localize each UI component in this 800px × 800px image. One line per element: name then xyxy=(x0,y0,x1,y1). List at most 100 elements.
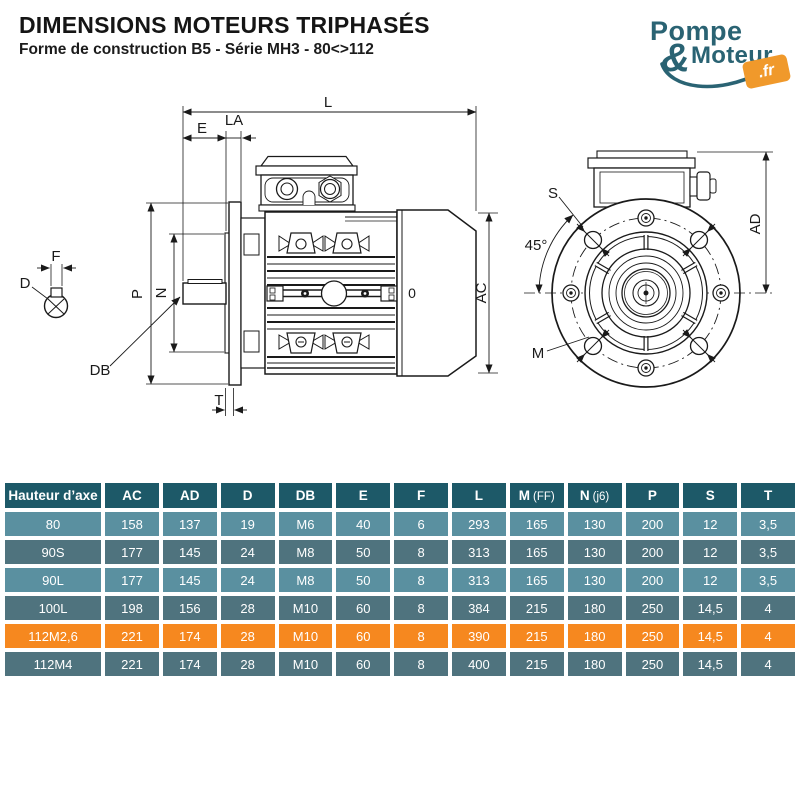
col-header-hauteur-d-axe: Hauteur d’axe xyxy=(3,481,104,510)
table-cell: 28 xyxy=(218,594,277,622)
table-cell: 50 xyxy=(334,566,393,594)
table-cell: 180 xyxy=(565,594,624,622)
col-header-t: T xyxy=(739,481,797,510)
table-cell: 60 xyxy=(334,622,393,650)
terminal-box-side xyxy=(255,155,358,212)
table-cell: 24 xyxy=(218,566,277,594)
col-header-db: DB xyxy=(276,481,335,510)
table-cell: 14,5 xyxy=(681,594,740,622)
table-cell: 156 xyxy=(160,594,219,622)
col-header-l: L xyxy=(450,481,508,510)
table-cell: 384 xyxy=(450,594,508,622)
dim-label-M: M xyxy=(532,345,545,362)
table-cell: 3,5 xyxy=(739,566,797,594)
table-cell: M6 xyxy=(276,510,335,538)
table-cell: M10 xyxy=(276,594,335,622)
table-cell: 90L xyxy=(3,566,104,594)
table-cell: 112M2,6 xyxy=(3,622,104,650)
table-cell: 19 xyxy=(218,510,277,538)
logo-ampersand: & xyxy=(661,36,690,80)
col-header-ad: AD xyxy=(160,481,219,510)
dim-label-E: E xyxy=(197,120,207,137)
table-cell: 215 xyxy=(507,594,566,622)
col-header-label: D xyxy=(242,488,253,503)
table-cell: 60 xyxy=(334,650,393,678)
col-header-d: D xyxy=(218,481,277,510)
dim-label-D: D xyxy=(20,275,31,292)
col-header-p: P xyxy=(623,481,682,510)
table-cell: 14,5 xyxy=(681,650,740,678)
col-header-ac: AC xyxy=(103,481,161,510)
col-header-label: M xyxy=(518,488,531,503)
table-cell: 3,5 xyxy=(739,510,797,538)
table-cell: 12 xyxy=(681,538,740,566)
table-cell: 80 xyxy=(3,510,104,538)
table-cell: 180 xyxy=(565,622,624,650)
col-header-note: (j6) xyxy=(592,491,610,503)
table-cell: 24 xyxy=(218,538,277,566)
table-cell: 12 xyxy=(681,510,740,538)
table-cell: 8 xyxy=(392,538,451,566)
col-header-label: P xyxy=(647,488,657,503)
table-cell: 8 xyxy=(392,594,451,622)
table-cell: 198 xyxy=(103,594,161,622)
col-header-label: AD xyxy=(180,488,200,503)
table-cell: 12 xyxy=(681,566,740,594)
table-cell: 174 xyxy=(160,650,219,678)
table-cell: 158 xyxy=(103,510,161,538)
table-cell: 14,5 xyxy=(681,622,740,650)
fan-guard-spokes xyxy=(594,235,698,351)
col-header-label: L xyxy=(474,488,484,503)
table-cell: 6 xyxy=(392,510,451,538)
table-cell: 137 xyxy=(160,510,219,538)
table-cell: 221 xyxy=(103,622,161,650)
dim-label-N: N xyxy=(153,288,170,299)
col-header-label: DB xyxy=(295,488,316,503)
table-cell: 100L xyxy=(3,594,104,622)
table-cell: 174 xyxy=(160,622,219,650)
table-cell: 250 xyxy=(623,594,682,622)
table-cell: 250 xyxy=(623,650,682,678)
col-header-s: S xyxy=(681,481,740,510)
page-title: DIMENSIONS MOTEURS TRIPHASÉS xyxy=(19,12,430,38)
col-header-m: M(FF) xyxy=(507,481,566,510)
col-header-label: AC xyxy=(122,488,142,503)
table-cell: M10 xyxy=(276,650,335,678)
table-cell: 4 xyxy=(739,650,797,678)
dim-label-S: S xyxy=(548,185,558,202)
dim-label-AD: AD xyxy=(747,213,764,234)
table-cell: 165 xyxy=(507,538,566,566)
technical-drawing: L E LA P N DB T D F AC 0 xyxy=(20,94,776,416)
table-cell: 90S xyxy=(3,538,104,566)
dim-label-DB: DB xyxy=(90,362,111,379)
logo-word-pompe: Pompe xyxy=(650,16,743,46)
title-block: DIMENSIONS MOTEURS TRIPHASÉS Forme de co… xyxy=(19,12,430,59)
side-view-drawing: L E LA P N DB T D F AC 0 xyxy=(20,94,498,416)
table-cell: 165 xyxy=(507,510,566,538)
table-cell: 177 xyxy=(103,538,161,566)
dim-label-P: P xyxy=(129,289,146,299)
table-cell: 50 xyxy=(334,538,393,566)
col-header-label: Hauteur d’axe xyxy=(8,488,98,503)
fan-cowl xyxy=(396,209,477,377)
table-cell: 221 xyxy=(103,650,161,678)
table-cell: M8 xyxy=(276,566,335,594)
table-cell: 293 xyxy=(450,510,508,538)
table-cell: 130 xyxy=(565,538,624,566)
table-cell: 40 xyxy=(334,510,393,538)
table-cell: 200 xyxy=(623,538,682,566)
table-cell: 215 xyxy=(507,622,566,650)
table-cell: 400 xyxy=(450,650,508,678)
cable-gland-icon xyxy=(689,176,698,197)
table-cell: 60 xyxy=(334,594,393,622)
terminal-box-front xyxy=(587,150,717,208)
